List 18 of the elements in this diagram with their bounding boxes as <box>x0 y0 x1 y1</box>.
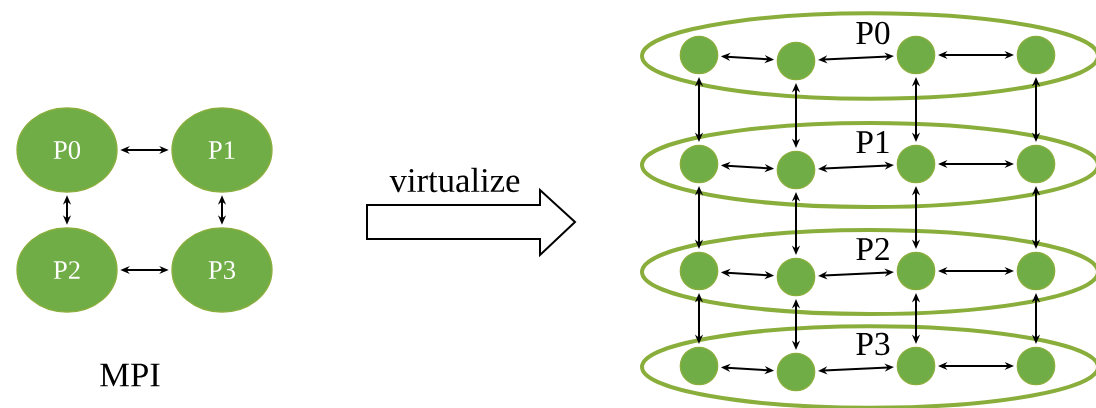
process-circle <box>1016 35 1056 75</box>
process-circle <box>776 352 816 392</box>
process-circle <box>679 35 719 75</box>
process-circle <box>896 251 936 291</box>
caption-label: MPI <box>100 363 160 387</box>
process-circle <box>1016 346 1056 386</box>
process-circle <box>896 346 936 386</box>
process-circle <box>776 257 816 297</box>
arrow-label: virtualize <box>389 167 520 193</box>
process-circle <box>896 35 936 75</box>
process-circle <box>776 150 816 190</box>
process-circle <box>776 41 816 81</box>
process-circle <box>1016 251 1056 291</box>
process-circle <box>679 144 719 184</box>
process-circle <box>679 251 719 291</box>
process-circle <box>679 346 719 386</box>
process-circle <box>1016 144 1056 184</box>
process-circle <box>896 144 936 184</box>
